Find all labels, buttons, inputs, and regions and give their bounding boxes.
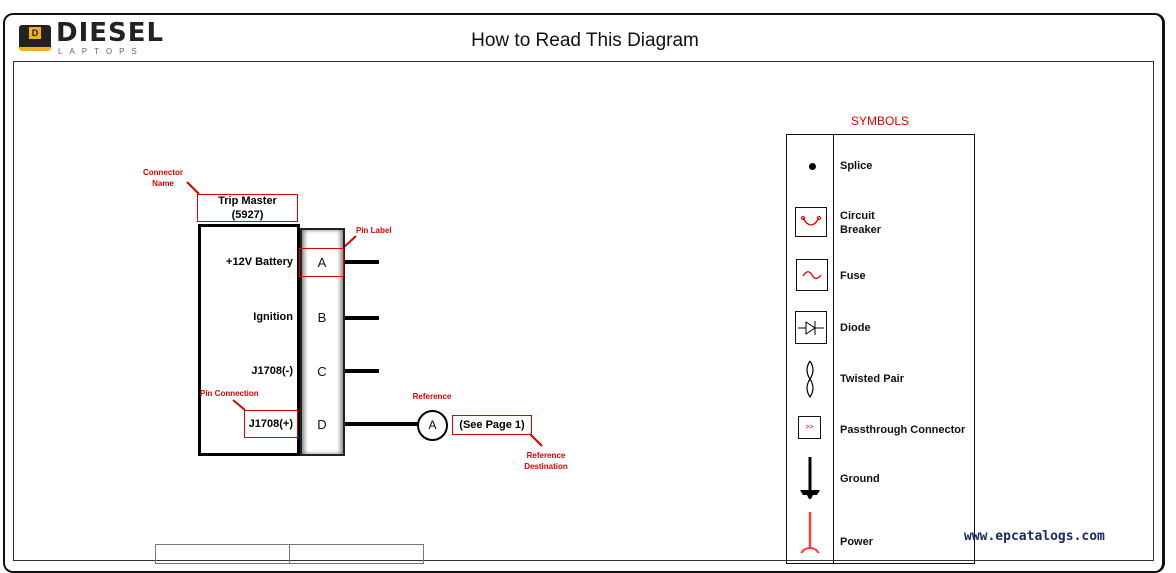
logo: D [17, 22, 53, 56]
annotation-text: Destination [524, 462, 568, 471]
symbols-divider [833, 134, 834, 564]
symbol-text: Breaker [840, 224, 881, 236]
pin-label-a: +12V Battery [226, 256, 293, 268]
twisted-pair-icon [806, 360, 814, 398]
wire-a [345, 260, 379, 264]
pin-connection-box [244, 410, 298, 438]
symbol-power: Power [840, 536, 874, 548]
symbol-ground: Ground [840, 473, 880, 485]
annotation-pin-label: Pin Label [356, 226, 392, 235]
pin-label-b: Ignition [253, 311, 293, 323]
diode-icon [795, 311, 827, 344]
pin-c: C [317, 364, 327, 379]
symbol-fuse: Fuse [840, 270, 866, 282]
splice-icon [809, 163, 816, 170]
wire-c [345, 369, 379, 373]
annotation-text: Name [152, 179, 174, 188]
logo-sub: LAPTOPS [58, 47, 144, 56]
ground-icon [800, 457, 820, 499]
symbol-twisted-pair: Twisted Pair [840, 373, 904, 385]
symbols-title: SYMBOLS [851, 114, 910, 128]
symbol-splice: Splice [840, 160, 873, 172]
pin-label-d: J1708(+) [248, 418, 293, 430]
wire-d [345, 422, 418, 426]
annotation-text: Connector [143, 168, 183, 177]
power-icon [800, 512, 820, 553]
symbol-diode: Diode [840, 322, 871, 334]
connector-name: Trip Master (5927) [197, 194, 298, 222]
pin-label-box [299, 248, 344, 277]
pin-a: A [317, 255, 327, 270]
logo-laptop-icon: D [19, 25, 51, 51]
connector-body [198, 224, 300, 456]
annotation-reference: Reference [412, 392, 452, 401]
passthrough-connector-icon: >> [798, 416, 821, 439]
connector-name-line: Trip Master [218, 195, 277, 207]
connector-id: (5927) [231, 209, 264, 221]
pin-strip [300, 228, 345, 456]
symbol-passthrough-connector: Passthrough Connector [840, 424, 966, 436]
reference-circle[interactable]: A [417, 410, 448, 441]
bottom-table-divider [289, 544, 290, 564]
annotation-text: Reference [526, 451, 566, 460]
fuse-icon [796, 259, 828, 291]
pin-label-c: J1708(-) [251, 365, 293, 377]
annotation-pin-connection: Pin Connection [200, 389, 259, 398]
pin-b: B [317, 310, 327, 325]
logo-badge: D [29, 27, 41, 39]
logo-word: DIESEL [56, 18, 165, 48]
watermark-url: www.epcatalogs.com [964, 529, 1105, 544]
connector-name-box [197, 194, 298, 222]
reference-destination[interactable]: (See Page 1) [452, 415, 532, 435]
pin-d: D [317, 417, 327, 432]
circuit-breaker-icon [795, 207, 827, 237]
symbol-text: Circuit [840, 210, 875, 222]
page-title: How to Read This Diagram [471, 30, 699, 51]
wire-b [345, 316, 379, 320]
leader-lines [186, 181, 543, 447]
